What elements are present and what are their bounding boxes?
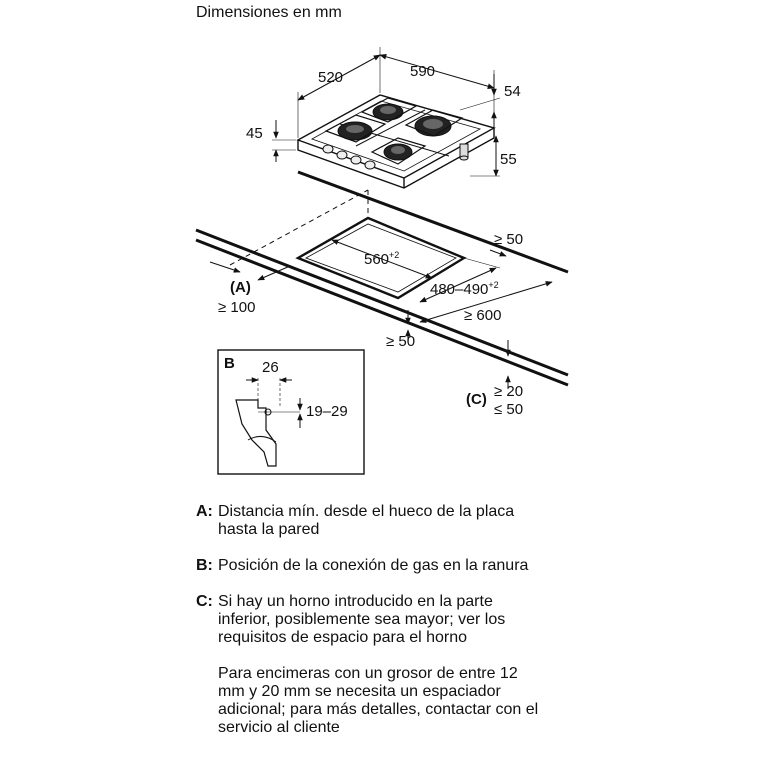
dim-gas-height: 19–29 <box>306 403 348 420</box>
dim-54: 54 <box>504 83 521 100</box>
cooktop-dimensions <box>272 47 501 177</box>
pan-supports <box>324 97 464 165</box>
dim-front-clearance: ≥ 50 <box>386 333 415 350</box>
legend-text: Posición de la conexión de gas en la ran… <box>218 557 529 574</box>
installation-diagram: 520 590 54 45 55 560+2 480–490+2 ≥ 50 (A… <box>195 47 569 475</box>
legend-text: Si hay un horno introducido en la parte … <box>218 593 506 646</box>
worktop-note: Para encimeras con un grosor de entre 12… <box>218 665 539 736</box>
dim-worktop-max: ≤ 50 <box>494 401 523 418</box>
cutout-dimensions <box>209 239 553 388</box>
dim-min-wall: ≥ 100 <box>218 299 255 316</box>
dim-cutout-width: 560+2 <box>364 250 399 268</box>
control-knobs <box>322 144 376 170</box>
dim-rear-clearance: ≥ 50 <box>494 231 523 248</box>
dim-cutout-depth: 480–490+2 <box>430 280 499 298</box>
dim-depth: 520 <box>318 69 343 86</box>
label-c: (C) <box>466 391 487 408</box>
label-a: (A) <box>230 279 251 296</box>
worktop-edge-top <box>297 170 569 274</box>
detail-b-box <box>217 349 365 475</box>
legend-key: C: <box>196 593 213 610</box>
legend-item-c: C: Si hay un horno introducido en la par… <box>196 593 548 647</box>
legend-item-a: A: Distancia mín. desde el hueco de la p… <box>196 503 548 539</box>
dim-55: 55 <box>500 151 517 168</box>
legend-text: Distancia mín. desde el hueco de la plac… <box>218 503 515 538</box>
dim-width: 590 <box>410 63 435 80</box>
burner-rear-left <box>372 103 404 121</box>
legend-key: B: <box>196 557 213 574</box>
burner-rear-right <box>414 115 452 137</box>
label-b: B <box>224 355 235 372</box>
legend-key: A: <box>196 503 213 520</box>
dim-gas-offset: 26 <box>262 359 279 376</box>
dim-worktop-min: ≥ 20 <box>494 383 523 400</box>
page-title: Dimensiones en mm <box>196 4 342 21</box>
burner-front-left <box>337 121 373 141</box>
burner-front-right <box>383 143 413 161</box>
dim-45: 45 <box>246 125 263 142</box>
cooktop-drawing <box>296 94 496 189</box>
dim-side-clearance: ≥ 600 <box>464 307 501 324</box>
gas-connector <box>459 143 469 161</box>
legend-item-b: B: Posición de la conexión de gas en la … <box>196 557 548 575</box>
